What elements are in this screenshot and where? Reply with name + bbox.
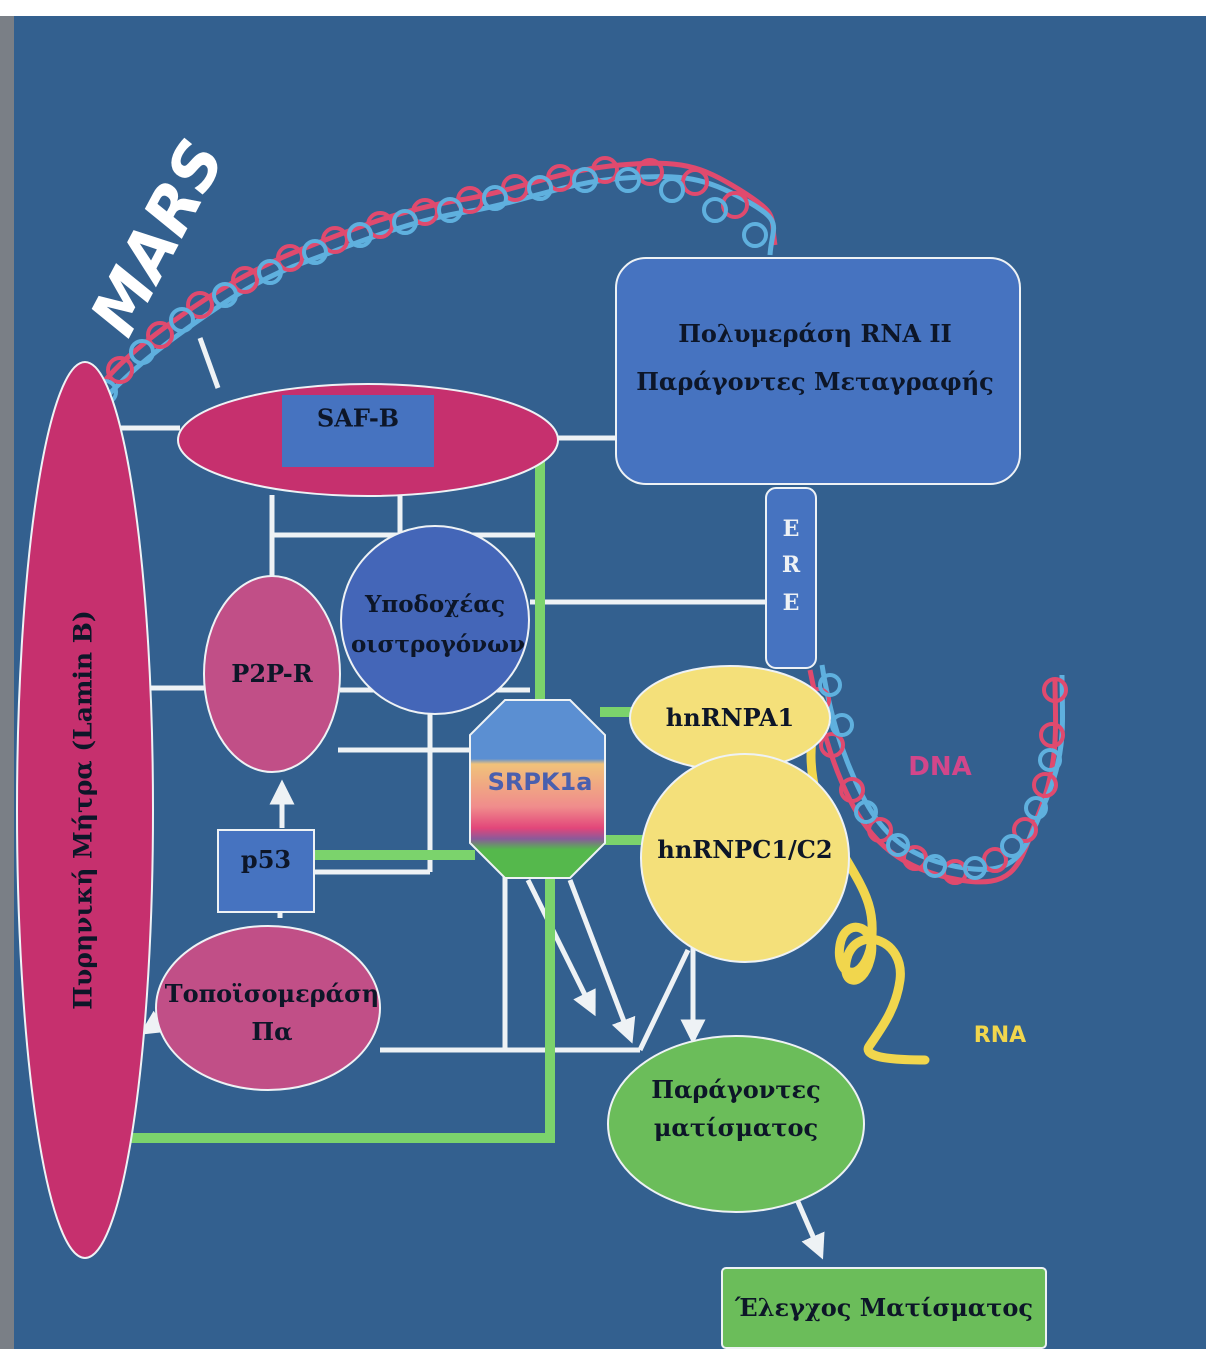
dna-label: DNA xyxy=(908,752,971,782)
rna-polymerase-label: Πολυμεράση RNA II xyxy=(678,319,952,348)
p53-label: p53 xyxy=(241,845,291,874)
white-connectors xyxy=(105,337,825,1260)
dna-helix-top xyxy=(87,156,778,412)
saf-b-label: SAF-B xyxy=(317,404,399,433)
ere-letter-r: R xyxy=(782,552,801,578)
p2p-r-ellipse xyxy=(203,575,341,773)
estrogen-receptor-label-2: οιστρογόνων xyxy=(351,631,525,658)
ere-letter-e1: E xyxy=(783,516,800,542)
splicing-factors-ellipse xyxy=(607,1035,865,1213)
topoisomerase-ellipse xyxy=(155,925,381,1091)
transcription-factors-label: Παράγοντες Μεταγραφής xyxy=(636,367,994,396)
rna-label: RNA xyxy=(974,1023,1026,1048)
splicing-control-box xyxy=(721,1267,1047,1349)
splicing-factors-label-1: Παράγοντες xyxy=(651,1075,820,1104)
hnrnpc-circle xyxy=(640,753,850,963)
lamin-b-label: Πυρηνική Μήτρα (Lamin B) xyxy=(69,610,98,1009)
p53-box xyxy=(217,829,315,913)
dna-helix-right xyxy=(805,664,1068,885)
ere-element xyxy=(765,487,817,669)
estrogen-receptor-circle xyxy=(340,525,530,715)
saf-b-box xyxy=(282,395,434,467)
hnrnpc-label: hnRNPC1/C2 xyxy=(657,835,832,864)
hnrnpa1-label: hnRNPA1 xyxy=(666,703,794,732)
srpk1a-octagon xyxy=(469,699,606,879)
rna-polymerase-box xyxy=(615,257,1021,485)
lamin-b-ellipse xyxy=(16,361,154,1259)
splicing-control-label: Έλεγχος Ματίσματος xyxy=(734,1293,1033,1322)
diagram-background xyxy=(0,16,1206,1349)
srpk1a-label: SRPK1a xyxy=(488,768,593,796)
edge-strip xyxy=(0,16,14,1349)
p2p-r-label: P2P-R xyxy=(231,659,313,688)
topoisomerase-label-2: Πα xyxy=(251,1017,292,1046)
splicing-factors-label-2: ματίσματος xyxy=(654,1113,818,1142)
estrogen-receptor-label-1: Υποδοχέας xyxy=(364,591,505,618)
ere-letter-e2: E xyxy=(783,590,800,616)
topoisomerase-label-1: Τοποϊσομεράση xyxy=(165,979,380,1008)
